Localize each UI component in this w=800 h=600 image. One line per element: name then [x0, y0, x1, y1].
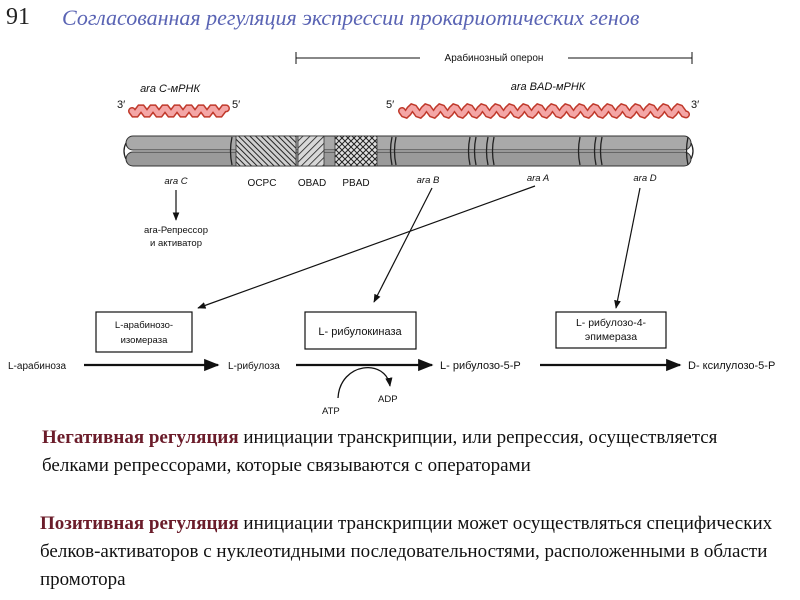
ocpc-region — [235, 135, 297, 167]
negative-regulation-body: инициации транскрипции, или репрессия, о… — [42, 427, 718, 476]
slide-title: Согласованная регуляция экспрессии прока… — [62, 5, 640, 30]
kinase-box: L- рибулокиназа — [304, 311, 417, 350]
positive-regulation-body: инициации транскрипции может осуществлят… — [40, 513, 773, 590]
epimerase-label-line1: L- рибулозо-4- — [576, 317, 647, 329]
operon-diagram: Арабинозный оперон ara C-мРНК 3′ 5′ ara … — [8, 50, 775, 417]
mrna-c-label: ara C-мРНК — [140, 83, 200, 95]
repressor-label-line2: и активатор — [150, 238, 202, 249]
mrna-c-5prime: 5′ — [232, 99, 240, 111]
gene-label-ara-d: ara D — [633, 173, 656, 184]
metabolite-xylulose-5p: D- ксилулозо-5-P — [688, 360, 775, 372]
metabolite-ribulose: L-рибулоза — [228, 360, 280, 372]
operon-bracket: Арабинозный оперон — [295, 50, 693, 64]
gene-label-obad: OBAD — [298, 178, 326, 189]
epimerase-box: L- рибулозо-4- эпимераза — [555, 311, 667, 349]
positive-regulation-text: Позитивная регуляция инициации транскрип… — [40, 510, 780, 594]
mrna-c-strand-fill — [129, 105, 229, 117]
mrna-c-3prime: 3′ — [117, 99, 125, 111]
adp-label: ADP — [378, 394, 398, 405]
gene-label-ara-b: ara B — [417, 175, 440, 186]
metabolite-ribulose-5p: L- рибулозо-5-P — [440, 360, 521, 372]
dna-double-strand — [123, 135, 694, 167]
epimerase-label-line2: эпимераза — [585, 331, 637, 343]
positive-regulation-term: Позитивная регуляция — [40, 513, 239, 534]
mrna-bad-5prime: 5′ — [386, 99, 394, 111]
gene-label-ara-c: ara C — [164, 176, 187, 187]
ara-a-to-isomerase-arrow — [197, 185, 536, 309]
mrna-bad-3prime: 3′ — [691, 99, 699, 111]
negative-regulation-term: Негативная регуляция — [42, 427, 239, 448]
isomerase-label-line2: изомераза — [121, 335, 168, 346]
ara-b-to-kinase-arrow — [373, 187, 433, 303]
gene-label-ara-a: ara A — [527, 173, 549, 184]
isomerase-box: L-арабинозо- изомераза — [95, 311, 193, 353]
repressor-label-line1: ara-Репрессор — [144, 225, 208, 236]
gene-label-pbad: PBAD — [342, 178, 369, 189]
atp-label: ATP — [322, 406, 340, 417]
slide-number: 91 — [6, 4, 30, 30]
ara-d-to-epimerase-arrow — [614, 187, 641, 309]
pbad-region — [334, 135, 378, 167]
isomerase-label-line1: L-арабинозо- — [115, 320, 173, 331]
gene-label-ocpc: OCPC — [248, 178, 277, 189]
negative-regulation-text: Негативная регуляция инициации транскрип… — [42, 424, 782, 480]
obad-region — [297, 135, 325, 167]
metabolite-arabinose: L-арабиноза — [8, 360, 66, 372]
operon-label: Арабинозный оперон — [445, 52, 544, 64]
mrna-bad-strand-fill — [399, 104, 689, 118]
atp-adp-curve — [337, 367, 393, 399]
kinase-label: L- рибулокиназа — [318, 326, 402, 338]
mrna-bad-label: ara BAD-мРНК — [511, 81, 586, 93]
